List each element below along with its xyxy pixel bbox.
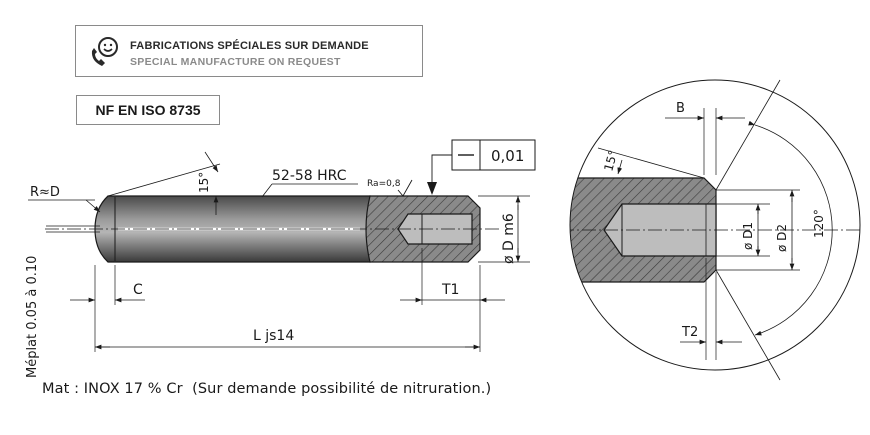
standard-label: NF EN ISO 8735: [76, 95, 220, 125]
roughness-label: Ra=0,8: [367, 179, 401, 189]
banner-line-2: SPECIAL MANUFACTURE ON REQUEST: [130, 56, 341, 68]
detail-120-label: 120°: [812, 209, 826, 238]
detail-t2-label: T2: [681, 325, 698, 340]
dim-t1-label: T1: [441, 282, 459, 298]
special-manufacture-banner: FABRICATIONS SPÉCIALES SUR DEMANDE SPECI…: [75, 25, 423, 77]
flat-label: Méplat 0.05 à 0.10: [25, 256, 40, 378]
dim-l-label: L js14: [253, 328, 294, 344]
detail-b-label: B: [676, 101, 685, 116]
detail-view: [569, 79, 861, 371]
diameter-label: ø D m6: [501, 213, 517, 264]
phone-smile-icon: [88, 35, 122, 74]
chamfer-angle-label: 15°: [197, 172, 211, 193]
detail-d1-label: ø D1: [741, 222, 755, 250]
tolerance-value: 0,01: [491, 147, 524, 165]
banner-line-1: FABRICATIONS SPÉCIALES SUR DEMANDE: [130, 40, 369, 52]
dim-c-label: C: [133, 282, 143, 298]
detail-d2-label: ø D2: [775, 224, 789, 252]
hardness-label: 52-58 HRC: [272, 168, 347, 184]
detail-angle-label: 15°: [601, 149, 620, 173]
radius-label: R≈D: [30, 185, 60, 200]
material-note: Mat : INOX 17 % Cr (Sur demande possibil…: [42, 381, 492, 397]
tolerance-frame: 0,01: [427, 139, 536, 195]
